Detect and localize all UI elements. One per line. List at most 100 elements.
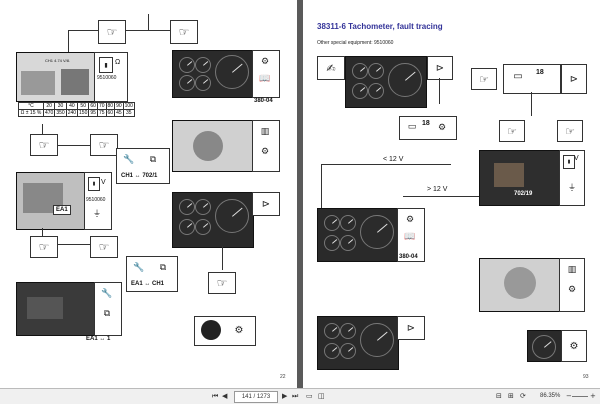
- connector-icon: ⧉: [103, 309, 111, 319]
- wrench-icon: 🔧: [133, 263, 145, 273]
- flowchart-question-icon: ⚙: [405, 215, 415, 225]
- volt-symbol: V: [101, 179, 106, 186]
- ref-702-19: 702/19: [514, 191, 533, 197]
- meter-icon: ▮: [88, 177, 100, 191]
- table-cell: 150: [77, 109, 90, 117]
- instrument-cluster-photo: [527, 330, 563, 362]
- meter-icon: ▮: [99, 57, 113, 73]
- last-page-icon[interactable]: ⏭: [292, 392, 299, 400]
- gauge-internal-photo: [172, 120, 254, 172]
- battery-icon: ▥: [260, 127, 270, 137]
- table-head-temp: °C: [18, 102, 44, 110]
- flowchart-question-icon: ⚙: [567, 285, 577, 295]
- hand-icon: ✍: [326, 61, 336, 75]
- flowchart-question-icon: ⊳: [561, 64, 587, 94]
- single-page-icon[interactable]: ▭: [306, 392, 313, 400]
- meter-text: CH1 4.74 V/8.: [45, 58, 71, 63]
- hand-icon: ☞: [471, 68, 497, 90]
- hand-icon-box: ✍: [317, 56, 345, 80]
- engine-bay-photo: [16, 282, 96, 336]
- ref-380-04: 380-04: [399, 254, 418, 260]
- table-cell: 75: [96, 109, 107, 117]
- volt-panel: V ▮ 9510060 ⏚: [84, 172, 112, 230]
- fuse-18: 18: [536, 69, 544, 76]
- probe-icon: ⏚: [568, 182, 576, 192]
- instrument-cluster-photo: [317, 208, 399, 262]
- flowchart-question-icon: ⚙: [260, 147, 270, 157]
- zoom-level[interactable]: 86.35%: [540, 393, 561, 399]
- volt-symbol: V: [574, 155, 579, 162]
- table-cell: 60: [105, 109, 116, 117]
- fit-width-icon[interactable]: ⊟: [496, 392, 502, 400]
- meter-photo: CH1 4.74 V/8.: [16, 52, 96, 102]
- page-subtitle: Other special equipment: 9510060: [317, 40, 394, 46]
- hand-icon: ☞: [30, 134, 58, 156]
- two-page-icon[interactable]: ◫: [318, 392, 325, 400]
- meter-panel: Ω ▮ 9510060: [94, 52, 128, 102]
- resistance-table: °C 20 30 40 50 60 70 80 90 100 Ω ± 15 % …: [18, 102, 135, 117]
- code-9510060: 9510060: [86, 197, 106, 203]
- battery-icon: ▥: [567, 265, 577, 275]
- zoom-slider[interactable]: [572, 396, 588, 397]
- hand-icon: ☞: [90, 236, 118, 258]
- table-cell: 90: [114, 102, 124, 110]
- instrument-cluster-photo: [172, 50, 254, 98]
- code-9510060: 9510060: [97, 75, 117, 81]
- ref-380-04: 380-04: [254, 98, 273, 104]
- gauge-internal-panel: ▥ ⚙: [559, 258, 585, 312]
- zoom-in-icon[interactable]: +: [590, 392, 596, 400]
- next-page-icon[interactable]: ▶: [282, 392, 288, 400]
- flowchart-question-icon: ⊳: [252, 192, 280, 216]
- table-cell: 60: [88, 102, 98, 110]
- connector-icon: ⧉: [159, 263, 167, 273]
- table-head-ohm: Ω ± 15 %: [18, 109, 44, 117]
- book-icon: 📖: [404, 232, 416, 242]
- left-page: ☞ ☞ CH1 4.74 V/8. Ω ▮ 9510060 °C 20 30 4…: [0, 0, 297, 388]
- table-cell: 20: [42, 102, 56, 110]
- connector-box: 🔧 ⧉ EA1 ↔ CH1: [126, 256, 178, 292]
- hand-icon: ☞: [30, 236, 58, 258]
- ch1-702-1: CH1 ↔ 702/1: [121, 173, 158, 179]
- first-page-icon[interactable]: ⏮: [212, 392, 219, 400]
- page-field[interactable]: 141 / 1273: [234, 391, 278, 403]
- gauge-result-panel: ⚙: [194, 316, 256, 346]
- table-cell: 350: [54, 109, 67, 117]
- prev-page-icon[interactable]: ◀: [222, 392, 228, 400]
- instrument-cluster-photo: [172, 192, 254, 248]
- fuse-icon: ▭: [407, 122, 417, 132]
- table-cell: 35: [122, 109, 135, 117]
- wrench-icon: 🔧: [123, 155, 135, 165]
- ohm-symbol: Ω: [115, 59, 121, 66]
- table-cell: 95: [88, 109, 98, 117]
- hand-icon: ☞: [98, 20, 126, 44]
- table-cell: 100: [122, 102, 135, 110]
- table-cell: 470: [42, 109, 56, 117]
- right-page: 38311-6 Tachometer, fault tracing Other …: [303, 0, 600, 388]
- zoom-out-icon[interactable]: −: [566, 392, 572, 400]
- wrench-icon: 🔧: [101, 289, 113, 299]
- lt-12v: < 12 V: [383, 156, 404, 163]
- volt-panel: V ▮ ⏚: [559, 150, 585, 206]
- flowchart-question-icon: ⊳: [397, 316, 425, 340]
- instrument-cluster-photo: [345, 56, 427, 108]
- flowchart-question-icon: ⚙: [260, 57, 270, 67]
- hand-icon: ☞: [208, 272, 236, 294]
- gt-12v: > 12 V: [427, 186, 448, 193]
- fuse-panel: ▭ 18 ⚙: [399, 116, 457, 140]
- ea1-1: EA1 ↔ 1: [86, 336, 111, 342]
- table-cell: 80: [105, 102, 116, 110]
- hand-icon: ☞: [90, 134, 118, 156]
- gauge-internal-panel: ▥ ⚙: [252, 120, 280, 172]
- hand-icon: ☞: [557, 120, 583, 142]
- table-cell: 45: [114, 109, 124, 117]
- pdf-toolbar: ⏮ ◀ 141 / 1273 ▶ ⏭ ▭ ◫ ⊟ ⊞ ⟳ 86.35% − +: [0, 388, 600, 404]
- table-cell: 70: [96, 102, 107, 110]
- probe-icon: ⏚: [93, 208, 101, 218]
- table-cell: 30: [54, 102, 67, 110]
- table-cell: 240: [65, 109, 79, 117]
- rotate-icon[interactable]: ⟳: [520, 392, 526, 400]
- fuse-18: 18: [422, 120, 430, 127]
- instrument-cluster-photo: [317, 316, 399, 370]
- fit-page-icon[interactable]: ⊞: [508, 392, 514, 400]
- connector-panel: 🔧 ⧉: [94, 282, 122, 336]
